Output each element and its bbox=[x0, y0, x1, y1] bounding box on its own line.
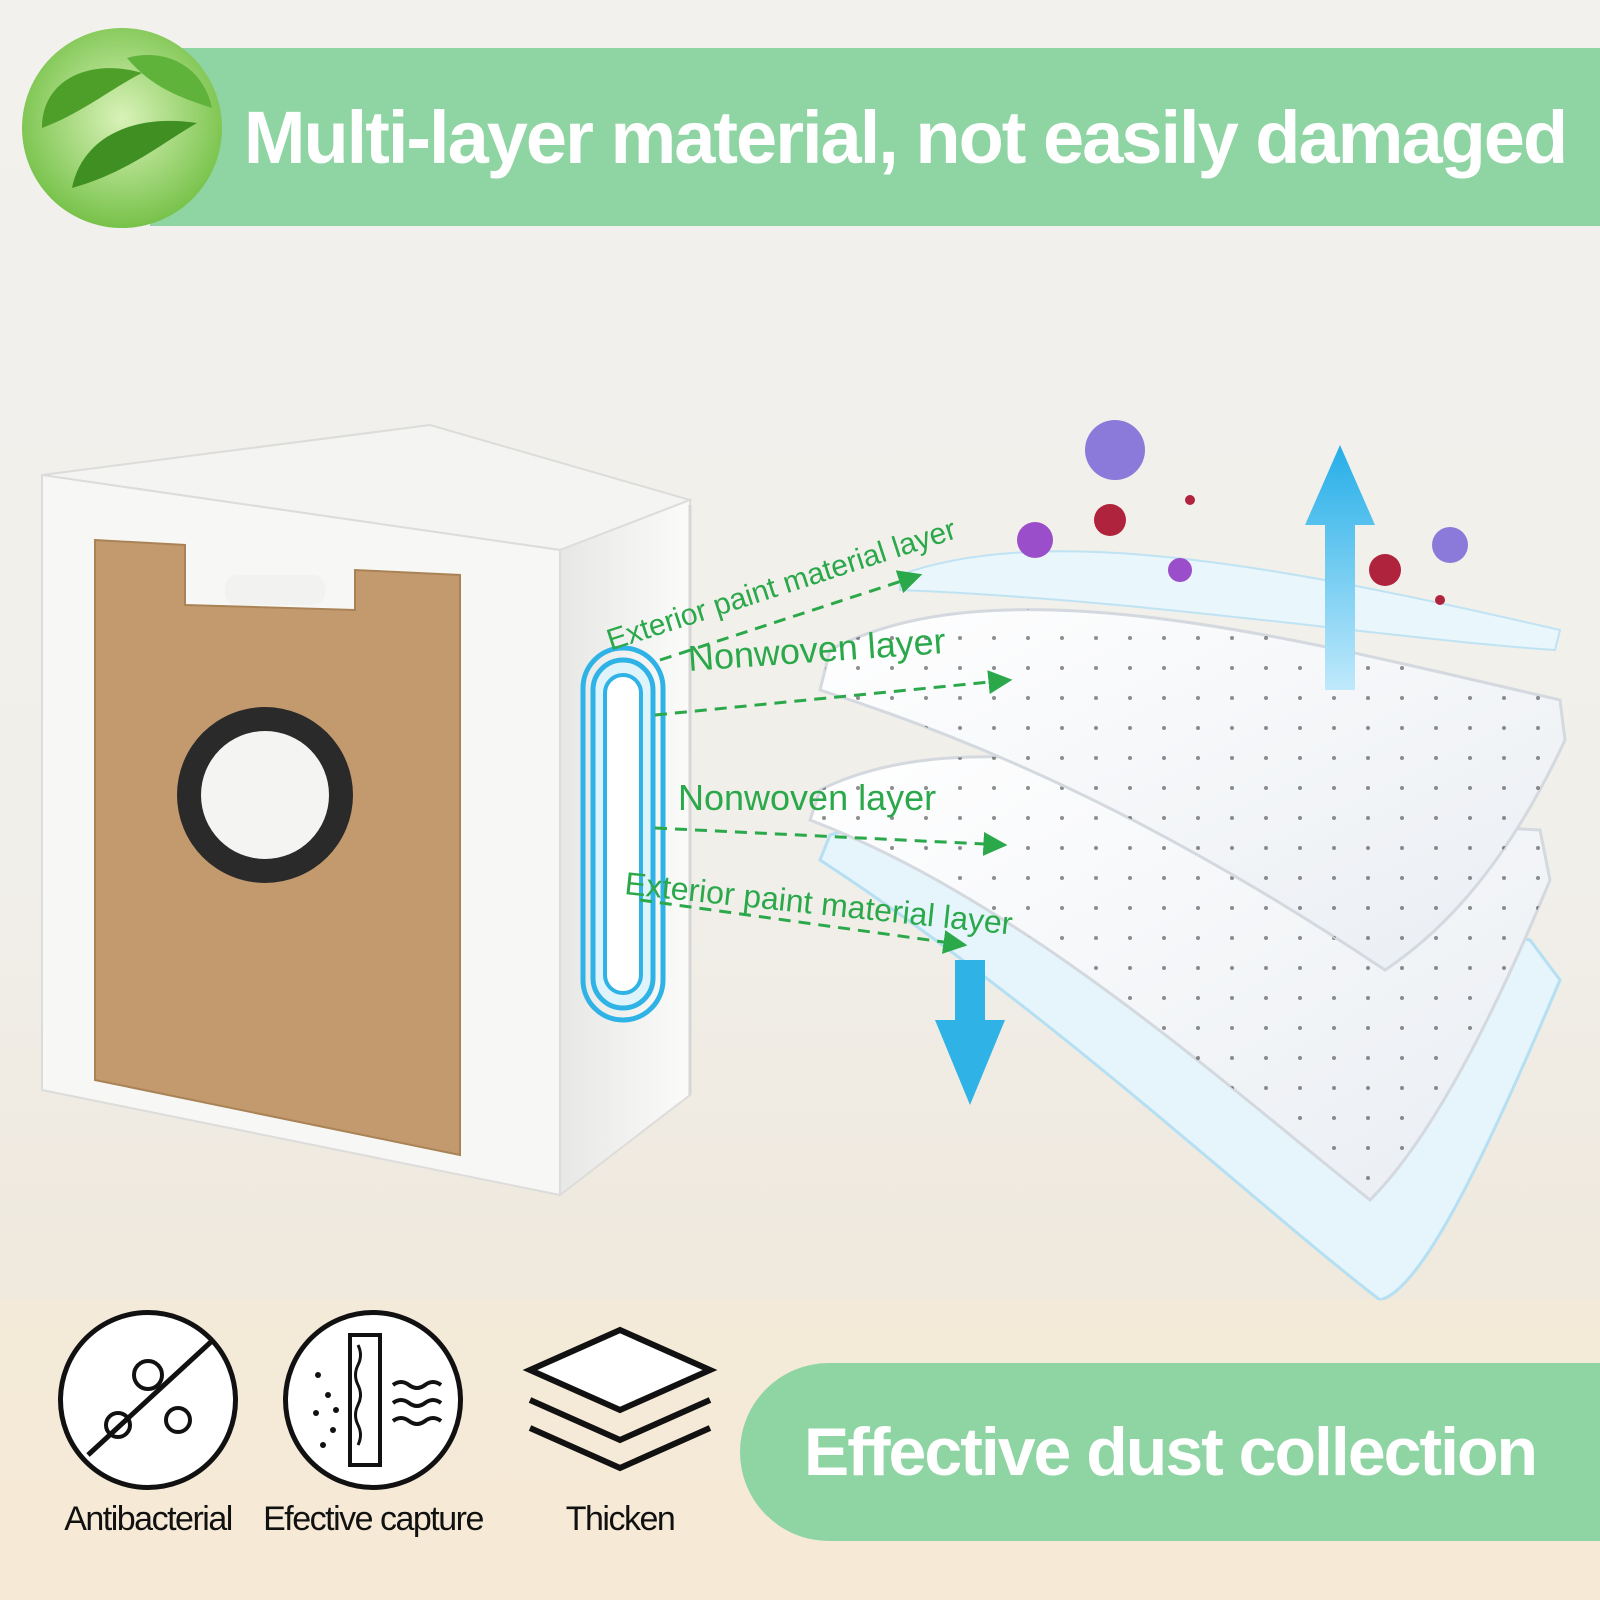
feature-label: Antibacterial bbox=[64, 1500, 233, 1538]
capture-icon bbox=[283, 1310, 463, 1490]
antibacterial-icon bbox=[58, 1310, 238, 1490]
dust-bag-illustration bbox=[41, 423, 694, 1198]
header-banner: Multi-layer material, not easily damaged bbox=[150, 48, 1600, 226]
page-title: Multi-layer material, not easily damaged bbox=[243, 95, 1568, 179]
layers-icon bbox=[520, 1310, 720, 1490]
airflow-up-arrow bbox=[1305, 445, 1375, 690]
leaf-logo-icon bbox=[22, 28, 222, 228]
tagline-pill: Effective dust collection bbox=[740, 1363, 1600, 1541]
feature-antibacterial: Antibacterial bbox=[38, 1310, 258, 1539]
feature-capture: Efective capture bbox=[263, 1310, 484, 1539]
feature-thicken: Thicken bbox=[510, 1310, 730, 1539]
tagline-text: Effective dust collection bbox=[803, 1414, 1538, 1490]
feature-label: Thicken bbox=[565, 1500, 676, 1538]
material-layers bbox=[808, 550, 1567, 1302]
feature-label: Efective capture bbox=[263, 1500, 484, 1538]
virus-particles bbox=[1017, 420, 1468, 605]
airflow-down-arrow bbox=[935, 960, 1005, 1105]
layer-label-nonwoven-bottom: Nonwoven layer bbox=[678, 777, 937, 818]
